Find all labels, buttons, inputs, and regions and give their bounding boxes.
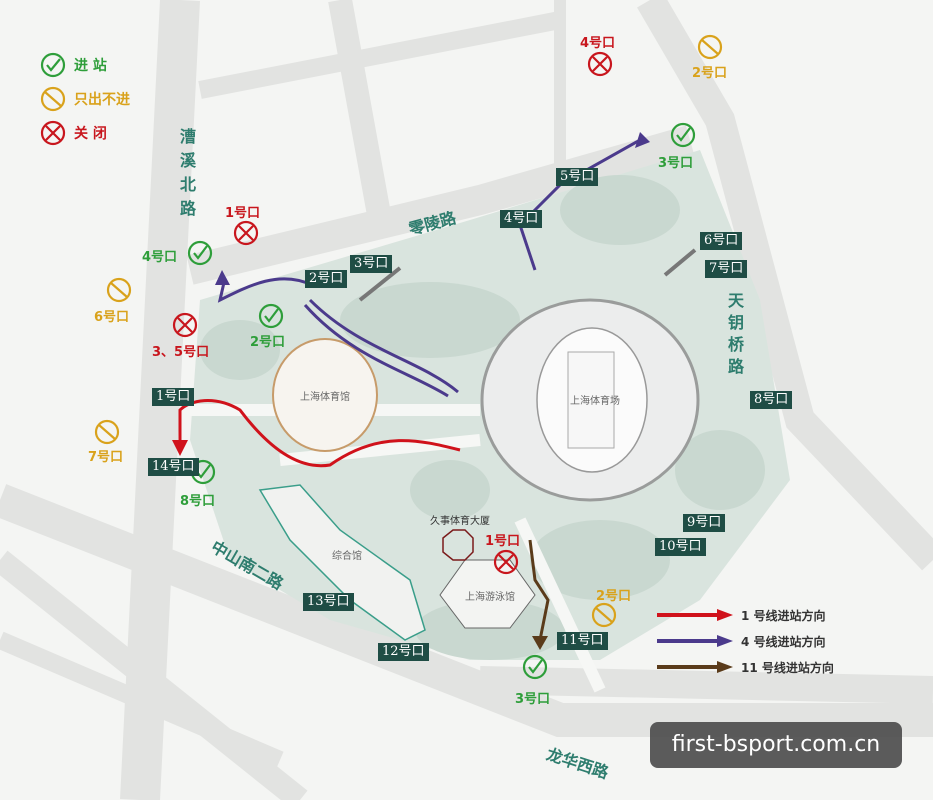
status-legend: 进 站 只出不进 关 闭 [40, 48, 130, 150]
arrow-right-icon [657, 635, 733, 647]
line11-arrows [528, 539, 550, 641]
arrow-legend-line1: 1 号线进站方向 [655, 602, 834, 628]
legend-open: 进 站 [40, 48, 130, 82]
gate-2: 2号口 [305, 270, 348, 288]
venue-tower: 久事体育大厦 [430, 516, 490, 527]
line4-arrows [217, 138, 641, 398]
exit-label-8: 8号口 [180, 494, 216, 509]
exit-label-2-ne: 2号口 [692, 66, 728, 81]
check-icon [40, 52, 66, 78]
exit-label-3-5: 3、5号口 [152, 345, 210, 360]
line4-arrowhead-2 [635, 132, 650, 148]
legend-exit-only-label: 只出不进 [74, 92, 130, 108]
exit-label-4-line4: 4号口 [580, 36, 616, 51]
status-icons [94, 34, 723, 680]
arrow-legend-line4: 4 号线进站方向 [655, 628, 834, 654]
gate-10: 10号口 [655, 538, 706, 556]
legend-open-label: 进 站 [74, 58, 107, 74]
line1-arrowhead [172, 440, 188, 456]
line4-arrowhead-1 [215, 270, 230, 285]
arrow-legend-line11: 11 号线进站方向 [655, 654, 834, 680]
arrow-right-icon [657, 661, 733, 673]
line1-arrows [178, 399, 461, 468]
arrow-right-icon [657, 609, 733, 621]
legend-closed-label: 关 闭 [74, 126, 107, 142]
road-char: 漕 [180, 127, 197, 146]
venue-gym: 上海体育馆 [300, 392, 350, 403]
arrow-legend-line4-label: 4 号线进站方向 [741, 634, 826, 649]
gate-9: 9号口 [683, 514, 726, 532]
gate-11: 11号口 [557, 632, 608, 650]
exit-label-7: 7号口 [88, 450, 124, 465]
exit-label-2-line1: 2号口 [250, 335, 286, 350]
gate-4: 4号口 [500, 210, 543, 228]
gate-5: 5号口 [556, 168, 599, 186]
gate-7: 7号口 [705, 260, 748, 278]
gate-3: 3号口 [350, 255, 393, 273]
venue-swimming: 上海游泳馆 [465, 592, 515, 603]
no-entry-icon [40, 86, 66, 112]
swimming-hall-shape [439, 559, 536, 629]
road-char: 天 [728, 291, 745, 310]
road-caoxi-north: 漕 溪 北 路 [180, 125, 200, 221]
tower-shape [442, 529, 474, 561]
legend-closed: 关 闭 [40, 116, 130, 150]
line11-arrowhead [532, 636, 548, 650]
road-char: 溪 [180, 151, 197, 170]
gym-shape [272, 338, 378, 452]
venue-stadium: 上海体育场 [570, 396, 620, 407]
venue-complex: 综合馆 [332, 551, 362, 562]
gate-12: 12号口 [378, 643, 429, 661]
wall-6 [663, 248, 697, 277]
stadium-field [567, 351, 615, 449]
exit-label-3-line4: 3号口 [658, 156, 694, 171]
exit-label-2-line11: 2号口 [596, 589, 632, 604]
exit-label-1-line1: 1号口 [225, 206, 261, 221]
exit-label-1-line11: 1号口 [485, 534, 521, 549]
closed-icon [40, 120, 66, 146]
road-tianyao: 天 钥 桥 路 [728, 290, 748, 378]
gate-6: 6号口 [700, 232, 743, 250]
road-char: 钥 [728, 313, 745, 332]
park-patches [200, 175, 765, 660]
road-char: 路 [728, 357, 745, 376]
arrow-legend-line11-label: 11 号线进站方向 [741, 660, 834, 675]
wall-3 [358, 266, 402, 302]
gate-1: 1号口 [152, 388, 195, 406]
exit-label-4-line1: 4号口 [142, 250, 178, 265]
gate-8: 8号口 [750, 391, 793, 409]
gate-13: 13号口 [303, 593, 354, 611]
arrow-legend: 1 号线进站方向 4 号线进站方向 11 号线进站方向 [655, 602, 834, 680]
road-char: 桥 [728, 335, 745, 354]
legend-exit-only: 只出不进 [40, 82, 130, 116]
road-char: 路 [180, 199, 197, 218]
complex-shape [258, 484, 426, 641]
gate-14: 14号口 [148, 458, 199, 476]
exit-label-6: 6号口 [94, 310, 130, 325]
exit-label-3-line11: 3号口 [515, 692, 551, 707]
road-char: 北 [180, 175, 197, 194]
watermark: first-bsport.com.cn [650, 722, 902, 768]
arrow-legend-line1-label: 1 号线进站方向 [741, 608, 826, 623]
